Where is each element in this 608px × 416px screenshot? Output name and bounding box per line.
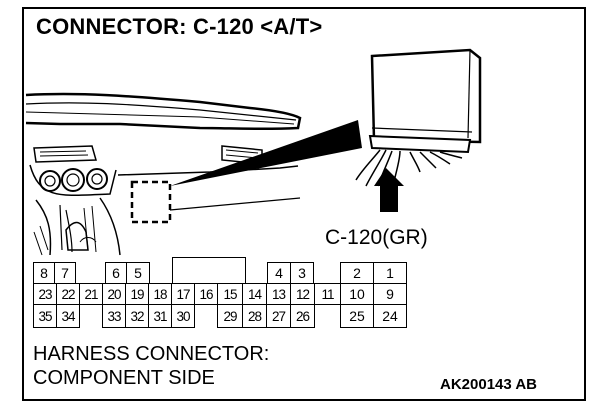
pin-4: 4 [267,262,291,284]
pin-19: 19 [125,283,149,305]
pin-14: 14 [242,283,267,305]
diagram-frame [22,7,586,401]
pin-5: 5 [126,262,150,284]
pin-16: 16 [194,283,218,305]
pin-35: 35 [33,304,57,328]
pin-23: 23 [33,283,57,305]
diagram-title: CONNECTOR: C-120 <A/T> [36,14,323,39]
pin-6: 6 [105,262,127,284]
pin-24: 24 [373,304,407,328]
pin-27: 27 [266,304,291,328]
connector-key-slot [172,257,246,285]
pin-2: 2 [340,262,374,284]
pin-13: 13 [266,283,291,305]
pin-31: 31 [148,304,172,328]
pin-9: 9 [373,283,407,305]
pin-12: 12 [290,283,315,305]
pin-29: 29 [217,304,243,328]
pin-15: 15 [217,283,243,305]
pin-32: 32 [125,304,149,328]
figure-code: AK200143 AB [440,376,537,393]
pin-18: 18 [148,283,172,305]
pin-21: 21 [79,283,103,305]
pin-8: 8 [33,262,55,284]
pin-28: 28 [242,304,267,328]
pin-22: 22 [56,283,80,305]
pin-3: 3 [290,262,314,284]
pin-33: 33 [102,304,126,328]
pin-25: 25 [340,304,374,328]
pin-20: 20 [102,283,126,305]
pin-10: 10 [340,283,374,305]
pin-11: 11 [314,283,341,305]
caption-line-1: HARNESS CONNECTOR: [33,343,270,365]
pin-17: 17 [171,283,195,305]
pin-26: 26 [290,304,315,328]
pin-1: 1 [373,262,407,284]
pin-34: 34 [56,304,80,328]
caption-line-2: COMPONENT SIDE [33,367,215,389]
pin-30: 30 [171,304,195,328]
pin-7: 7 [54,262,76,284]
connector-label: C-120(GR) [325,226,428,249]
